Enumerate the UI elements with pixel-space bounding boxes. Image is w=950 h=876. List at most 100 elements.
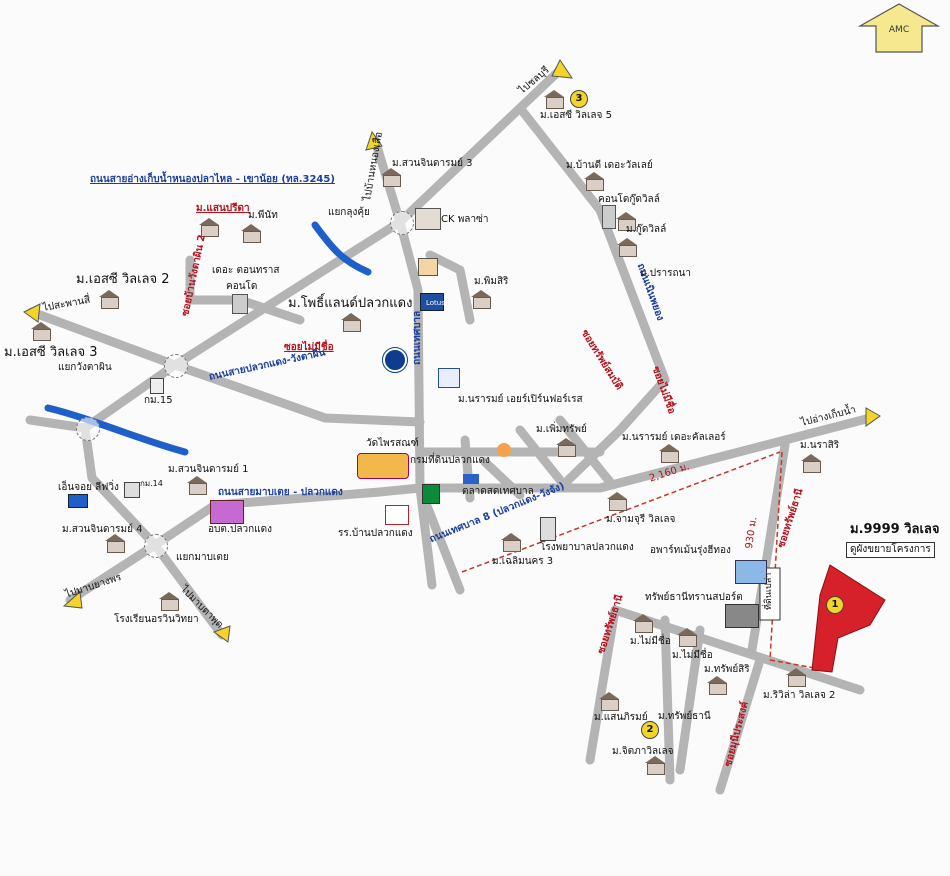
arrow-to-bottom-left — [62, 591, 83, 609]
arrow-to-bottom — [212, 625, 231, 643]
label-mai-mee-chue: ม.ไม่มีชื่อ — [630, 636, 671, 647]
label-kromthidin: กรมที่ดินปลวกแดง — [410, 455, 490, 466]
road-left-vertical — [80, 360, 227, 640]
house-icon — [240, 224, 262, 243]
house-icon — [98, 290, 120, 309]
house-icon — [470, 290, 492, 309]
apartment-building-icon — [735, 560, 767, 584]
label-hospital: โรงพยาบาลปลวกแดง — [540, 542, 634, 553]
label-lotus: Lotus — [426, 299, 445, 307]
label-narasiri: ม.นราสิริ — [800, 440, 840, 451]
junction-ring-maaptoei — [144, 534, 168, 558]
school-icon — [158, 592, 180, 611]
enjoy-building-icon — [68, 494, 88, 508]
label-riviera: ม.ริวิล่า วิลเลจ 2 — [763, 690, 836, 701]
junction-label-maaptoei: แยกมาบเตย — [176, 552, 229, 563]
label-wat-phrasat: วัดไพรสณฑ์ — [366, 438, 419, 449]
road-phimsiri — [425, 250, 475, 325]
road-bottom-right-1 — [610, 605, 865, 695]
label-obt: อบต.ปลวกแดง — [208, 524, 272, 535]
school-flag-icon — [385, 505, 409, 525]
road-label-main-highway: ถนนสายอ่างเก็บน้ำหนองปลาไหล - เขาน้อย (ท… — [90, 174, 335, 185]
market-round-icon — [497, 443, 511, 457]
junction-label-lungkui: แยกลุงคุ้ย — [328, 207, 370, 218]
label-km15: กม.15 — [144, 395, 173, 406]
road-to-hospital — [415, 483, 465, 595]
house-icon — [632, 614, 654, 633]
arrow-to-left — [23, 303, 41, 323]
road-bottom-right-3 — [660, 615, 675, 785]
marker-2: 2 — [641, 721, 659, 739]
arrow-to-right — [865, 407, 881, 427]
label-saenpreeda: ม.แสนปรีดา — [196, 203, 250, 214]
label-sapthani: ม.ทรัพย์ธานี — [658, 711, 711, 722]
junction-label-wangtaphin: แยกวังตาผิน — [58, 362, 112, 373]
house-icon — [676, 628, 698, 647]
label-rr-ban-pluak: รร.บ้านปลวกแดง — [338, 528, 413, 539]
house-icon — [615, 212, 637, 231]
condo-small-icon — [232, 294, 248, 314]
road-main-diagonal — [27, 65, 565, 370]
land-plot-label: ที่ดินเปล่า — [764, 572, 774, 610]
label-saenrom: ม.แสนภิรมย์ — [594, 712, 648, 723]
marker-3: 3 — [570, 90, 588, 108]
condo-building-icon — [602, 205, 616, 229]
arrow-to-top-2 — [365, 130, 383, 151]
compass-label: AMC — [889, 25, 909, 35]
label-suan-chinda-4: ม.สวนจินดารมย์ 4 — [62, 524, 143, 535]
road-bottom-right-5 — [715, 655, 765, 795]
bus-icon — [463, 474, 479, 484]
km15-marker-icon — [150, 378, 164, 394]
house-icon — [800, 454, 822, 473]
label-pratthana: ม.ปรารถนา — [640, 268, 691, 279]
house-icon — [555, 438, 577, 457]
hospital-building-icon — [540, 517, 556, 541]
road-local-4 — [555, 415, 615, 487]
junction-ring-left — [76, 417, 100, 441]
road-label-thetsaban: ถนนเทศบาล — [412, 310, 423, 365]
road-local-3 — [515, 425, 565, 485]
label-suan-chinda-1: ม.สวนจินดารมย์ 1 — [168, 464, 249, 475]
label-naram-castle: ม.นรารมย์ เดอะคัลเลอร์ — [622, 432, 726, 443]
road-label-maptoei: ถนนสายมาบเตย - ปลวกแดง — [218, 487, 343, 498]
project-plot-shape — [811, 564, 886, 673]
river-lower — [44, 404, 189, 456]
road-local-5 — [480, 457, 525, 500]
road-bottom-right-4 — [675, 625, 705, 775]
label-talad: ตลาดสดเทศบาล — [462, 486, 534, 497]
house-icon — [198, 218, 220, 237]
label-enjoy: เอ็นจอย ลีฟวิ่ง — [58, 482, 119, 493]
label-esc-village-5: ม.เอสซี วิลเลจ 5 — [540, 110, 612, 121]
road-local-2 — [460, 435, 475, 503]
project-plan-link[interactable]: ดูผังขยายโครงการ — [846, 542, 935, 558]
seven-eleven-icon — [422, 484, 440, 504]
house-icon — [104, 534, 126, 553]
house-icon — [706, 676, 728, 695]
label-phimsap: ม.เพิ่มทรัพย์ — [536, 424, 587, 435]
label-apartment: อพาร์ทเม้นรุ่งฮีทอง — [650, 545, 731, 556]
road-maptoei-pluak — [150, 413, 875, 550]
road-maptaphut — [65, 540, 160, 605]
obt-building-icon — [210, 500, 244, 524]
route-dash-1 — [461, 451, 781, 573]
junction-ring-wangtaphin — [164, 354, 188, 378]
house-icon — [583, 172, 605, 191]
house-icon — [598, 692, 620, 711]
label-phinat: ม.พีนัท — [248, 210, 278, 221]
river-upper — [311, 221, 372, 276]
label-suan-chinda-3: ม.สวนจินดารมย์ 3 — [392, 158, 473, 169]
label-chalerm-nakorn: ม.เฉลิมนคร 3 — [492, 556, 554, 567]
label-condo: คอนโด — [226, 281, 258, 292]
house-icon — [186, 476, 208, 495]
temple-icon — [357, 453, 409, 479]
house-icon — [30, 322, 52, 341]
house-icon — [543, 90, 565, 109]
project-title: ม.9999 วิลเลจ — [850, 522, 940, 537]
north-arrow-icon: AMC — [857, 3, 941, 53]
office-logo-icon — [438, 368, 460, 388]
label-mai-mee-chue-2: ม.ไม่มีชื่อ — [672, 650, 713, 661]
label-school-rin: โรงเรียนอรวินวิทยา — [114, 614, 199, 625]
project-marker-1: 1 — [826, 596, 844, 614]
